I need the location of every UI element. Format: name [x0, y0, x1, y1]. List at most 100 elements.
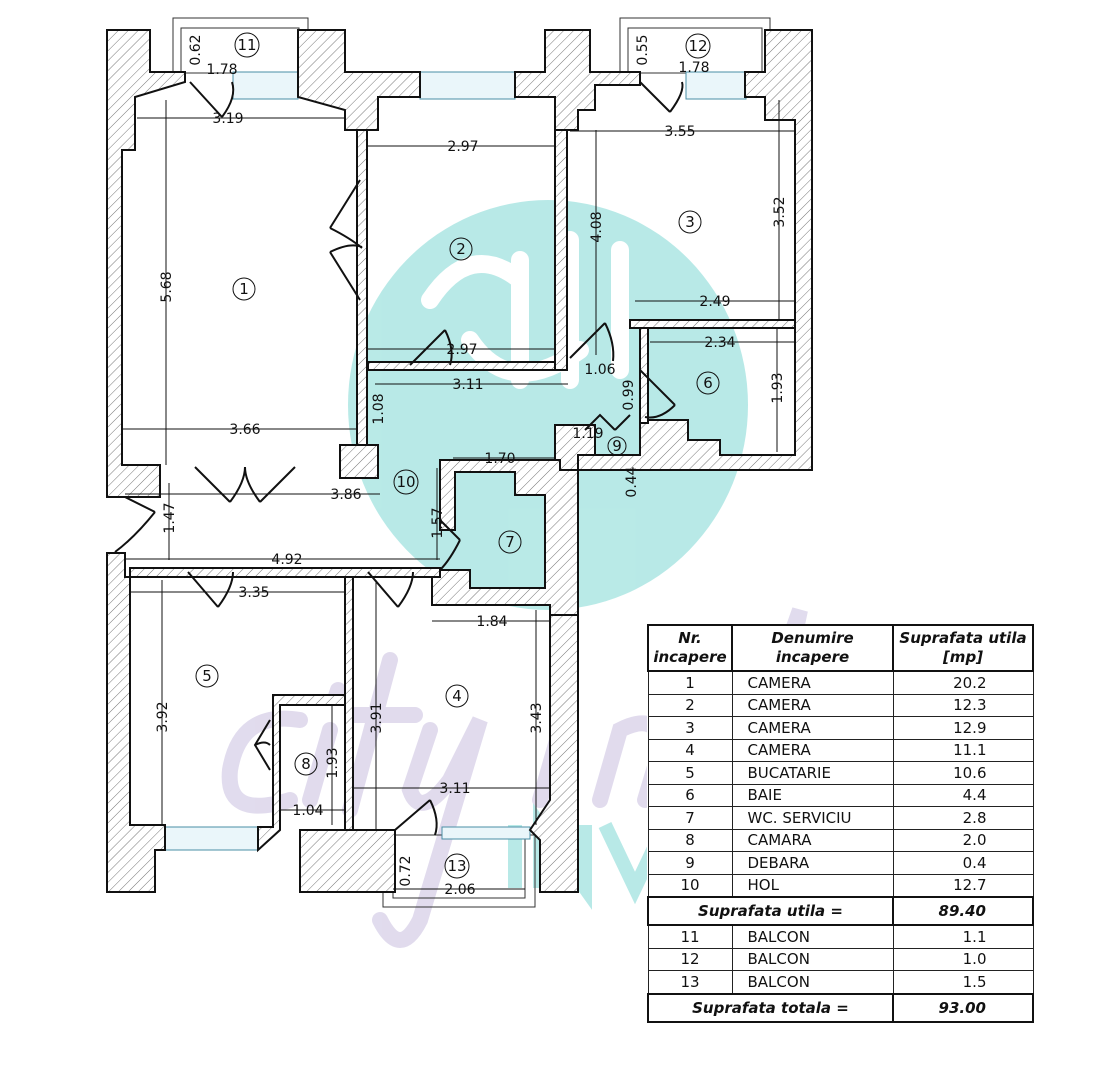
table-header-row: Nr. incapere Denumire incapere Suprafata… [647, 624, 1034, 672]
dim-hall-left: 1.08 [371, 393, 387, 424]
dim-b11-width: 1.78 [206, 62, 237, 78]
room-area-cell: 0.4 [892, 851, 1034, 875]
svg-text:6: 6 [703, 374, 713, 392]
room-number-cell: 10 [647, 873, 733, 898]
room-name-cell: WC. SERVICIU [731, 806, 894, 830]
room-number-cell: 7 [647, 806, 733, 830]
dim-r3-bottom: 2.49 [699, 294, 730, 310]
room-number-cell: 11 [647, 924, 733, 949]
room-number-cell: 2 [647, 693, 733, 717]
room-name-cell: BUCATARIE [731, 761, 894, 785]
room-number-cell: 8 [647, 828, 733, 852]
total-area-label: Suprafata totala = [647, 992, 894, 1023]
dim-r5-top: 3.35 [238, 585, 269, 601]
room-number-cell: 1 [647, 670, 733, 695]
room-numbers: 1 2 3 4 5 6 7 8 9 10 11 12 13 [195, 32, 720, 879]
room-area-cell: 10.6 [892, 761, 1034, 785]
svg-text:13: 13 [447, 857, 466, 875]
room-area-cell: 12.3 [892, 693, 1034, 717]
room-name-cell: CAMARA [731, 828, 894, 852]
room-number-cell: 13 [647, 970, 733, 994]
windows [164, 71, 747, 851]
room-label-6: 6 [696, 371, 720, 395]
useful-area-label: Suprafata utila = [647, 896, 894, 926]
svg-text:8: 8 [301, 755, 311, 773]
dim-r3-top: 3.55 [664, 124, 695, 140]
room-name-cell: BALCON [731, 947, 894, 971]
room-label-1: 1 [232, 277, 256, 301]
dimension-lines [122, 100, 795, 890]
dim-r1-bottom: 3.66 [229, 422, 260, 438]
room-label-13: 13 [444, 853, 470, 879]
room-area-cell: 12.7 [892, 873, 1034, 898]
room-area-cell: 2.8 [892, 806, 1034, 830]
svg-text:3: 3 [685, 213, 695, 231]
dim-r9-height: 0.99 [621, 379, 637, 410]
dim-r7-top: 1.70 [484, 451, 515, 467]
room-label-9: 9 [607, 436, 627, 456]
dim-r2-top: 2.97 [447, 139, 478, 155]
dim-r4-top: 1.84 [476, 614, 507, 630]
room-number-cell: 12 [647, 947, 733, 971]
dim-hall-mid: 3.86 [330, 487, 361, 503]
room-number-cell: 5 [647, 761, 733, 785]
dim-r9-width: 1.19 [572, 426, 603, 442]
svg-text:12: 12 [688, 37, 707, 55]
svg-text:9: 9 [612, 437, 622, 455]
room-number-cell: 9 [647, 851, 733, 875]
svg-text:5: 5 [202, 667, 212, 685]
dim-r9-depth: 0.44 [624, 466, 640, 497]
svg-text:2: 2 [456, 240, 466, 258]
room-name-cell: CAMERA [731, 738, 894, 762]
room-area-cell: 1.0 [892, 947, 1034, 971]
room-number-cell: 6 [647, 783, 733, 807]
dim-r2-bottom: 2.97 [446, 342, 477, 358]
door-swings [114, 81, 684, 836]
header-area: Suprafata utila [mp] [892, 624, 1034, 672]
room-name-cell: CAMERA [731, 670, 894, 695]
dim-r8-height: 1.93 [325, 747, 341, 778]
svg-text:7: 7 [505, 533, 515, 551]
room-name-cell: BAIE [731, 783, 894, 807]
dim-hall-bottom: 4.92 [271, 552, 302, 568]
dim-r4-left: 3.91 [369, 702, 385, 733]
svg-text:4: 4 [452, 687, 462, 705]
room-area-cell: 20.2 [892, 670, 1034, 695]
dim-r6-top: 2.34 [704, 335, 735, 351]
room-area-cell: 1.1 [892, 924, 1034, 949]
room-name-cell: CAMERA [731, 693, 894, 717]
room-label-5: 5 [195, 664, 219, 688]
dim-b12-depth: 0.55 [635, 34, 651, 65]
dim-b13-depth: 0.72 [398, 855, 414, 886]
room-area-table: Nr. incapere Denumire incapere Suprafata… [647, 624, 1034, 1023]
room-label-3: 3 [678, 210, 702, 234]
dim-r8-width: 1.04 [292, 803, 323, 819]
room-area-cell: 4.4 [892, 783, 1034, 807]
svg-text:10: 10 [396, 473, 415, 491]
dim-b13-width: 2.06 [444, 882, 475, 898]
room-label-7: 7 [498, 530, 522, 554]
room-number-cell: 3 [647, 716, 733, 740]
room-label-10: 10 [393, 469, 419, 495]
dim-b11-depth: 0.62 [188, 34, 204, 65]
dim-r6-height: 1.93 [770, 372, 786, 403]
room-name-cell: CAMERA [731, 716, 894, 740]
room-name-cell: BALCON [731, 924, 894, 949]
room-name-cell: BALCON [731, 970, 894, 994]
dim-hall-top: 3.11 [452, 377, 483, 393]
dim-r3-left: 4.08 [589, 211, 605, 242]
dim-r4-right: 3.43 [529, 702, 545, 733]
room-area-cell: 12.9 [892, 716, 1034, 740]
